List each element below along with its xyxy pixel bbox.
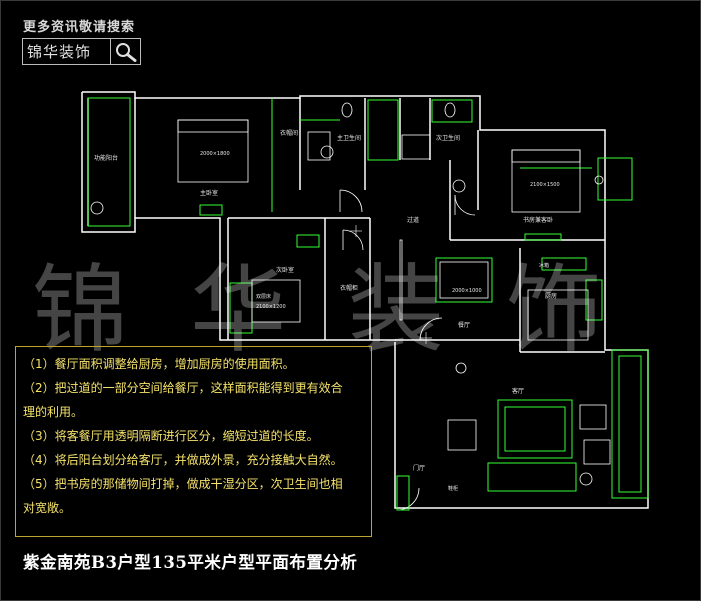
shower xyxy=(307,131,331,161)
shoe-cabinet-label: 鞋柜 xyxy=(448,485,458,492)
room-cabinet: 衣帽柜 xyxy=(340,284,358,292)
fridge-label: 冰箱 xyxy=(539,262,549,269)
plant xyxy=(455,362,467,374)
toilet-master xyxy=(341,102,353,118)
room-balcony-func: 功能阳台 xyxy=(94,154,118,162)
second-bed-size: 2100×1200 xyxy=(256,304,286,310)
room-master-bedroom: 主卧室 xyxy=(200,189,218,197)
note-line: （2）把过道的一部分空间给餐厅，这样面积能得到更有效合 xyxy=(23,381,343,395)
note-line: （3）将客餐厅用透明隔断进行区分，缩短过道的长度。 xyxy=(23,429,319,443)
logo-text: 锦华装饰 xyxy=(27,43,92,61)
search-icon[interactable] xyxy=(110,39,140,64)
second-bed-name: 双层床 xyxy=(256,293,271,300)
note-line: （1）餐厅面积调整给厨房，增加厨房的使用面积。 xyxy=(23,357,295,371)
bathtub xyxy=(401,134,431,160)
room-labels: 功能阳台 主卧室 衣帽间 主卫生间 次卫生间 过道 书房兼客卧 次卧室 衣帽柜 … xyxy=(94,129,560,492)
notes-list: （1）餐厅面积调整给厨房，增加厨房的使用面积。 （2）把过道的一部分空间给餐厅，这… xyxy=(23,352,367,520)
room-foyer: 门厅 xyxy=(413,464,425,472)
doors xyxy=(339,189,476,511)
room-living: 客厅 xyxy=(512,387,524,395)
notes-box: （1）餐厅面积调整给厨房，增加厨房的使用面积。 （2）把过道的一部分空间给餐厅，这… xyxy=(15,346,372,537)
room-dining: 餐厅 xyxy=(458,321,470,329)
room-master-bath: 主卫生间 xyxy=(337,134,361,142)
washer xyxy=(90,201,104,215)
kitchen-counter xyxy=(527,289,589,341)
master-bed-size: 2000×1800 xyxy=(200,151,230,157)
watermark: 锦华装饰 xyxy=(32,254,664,366)
furniture xyxy=(90,102,611,486)
note-line: 对宽敞。 xyxy=(23,501,72,515)
second-bed xyxy=(251,279,301,323)
room-second-bath: 次卫生间 xyxy=(436,134,460,142)
toilet-second xyxy=(444,102,456,118)
note-line: （4）将后阳台划分给客厅，并做成外景，充分接触大自然。 xyxy=(23,453,343,467)
sofa-chair-left xyxy=(447,419,477,451)
note-line: （5）把书房的那储物间打掉，做成干湿分区，次卫生间也相 xyxy=(23,477,343,491)
study-bed xyxy=(511,149,581,213)
study-bed-size: 2100×1500 xyxy=(530,182,560,188)
green-elements xyxy=(87,97,649,511)
note-line: 理的利用。 xyxy=(23,405,84,419)
sofa-chair-right xyxy=(579,404,607,430)
top-caption: 更多资讯敬请搜索 xyxy=(23,20,136,35)
room-study-guest: 书房兼客卧 xyxy=(523,216,553,224)
room-corridor: 过道 xyxy=(407,216,419,224)
basin xyxy=(320,145,334,159)
logo-box[interactable]: 锦华装饰 xyxy=(22,38,141,65)
bottom-title: 紫金南苑B3户型135平米户型平面布置分析 xyxy=(23,553,358,572)
room-master-closet: 衣帽间 xyxy=(280,129,298,137)
room-kitchen: 厨房 xyxy=(545,292,557,300)
dining-table xyxy=(439,261,489,299)
table-size: 2000×1000 xyxy=(452,288,482,294)
room-second-bedroom: 次卧室 xyxy=(276,266,294,274)
